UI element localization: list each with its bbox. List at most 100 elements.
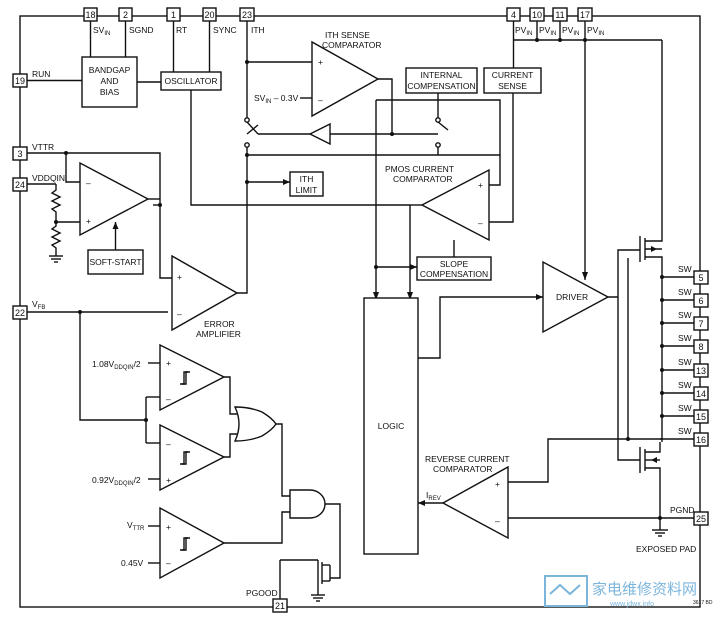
svg-text:13: 13 bbox=[696, 366, 706, 376]
pin-19: 19 RUN bbox=[12, 69, 82, 88]
svg-text:4: 4 bbox=[511, 10, 516, 20]
svg-text:15: 15 bbox=[696, 412, 706, 422]
comp-switch bbox=[435, 93, 449, 155]
internal-compensation-block: INTERNAL COMPENSATION bbox=[405, 67, 478, 94]
ith-switch bbox=[244, 117, 259, 290]
svg-text:CURRENT: CURRENT bbox=[492, 70, 534, 80]
svg-text:SW: SW bbox=[678, 357, 692, 367]
svg-text:5: 5 bbox=[698, 273, 703, 283]
svg-text:SENSE: SENSE bbox=[498, 81, 527, 91]
pmos-current-comparator: + – PMOS CURRENT COMPARATOR bbox=[385, 164, 490, 242]
svg-text:+: + bbox=[318, 57, 323, 67]
svg-text:24: 24 bbox=[15, 180, 25, 190]
pin-11: 11 PVIN bbox=[552, 7, 579, 40]
svg-text:17: 17 bbox=[580, 10, 590, 20]
svg-text:–: – bbox=[166, 558, 171, 568]
svg-text:PVIN: PVIN bbox=[515, 25, 532, 37]
pin-3: 3 VTTR bbox=[12, 142, 66, 161]
pin-10: 10 PVIN bbox=[529, 7, 556, 40]
svg-text:22: 22 bbox=[15, 308, 25, 318]
svg-text:SYNC: SYNC bbox=[213, 25, 237, 35]
svg-text:–: – bbox=[495, 516, 500, 526]
svg-text:www.jdwx.info: www.jdwx.info bbox=[609, 601, 654, 608]
svg-text:–: – bbox=[478, 218, 483, 228]
svg-text:+: + bbox=[166, 475, 171, 485]
svg-text:SW: SW bbox=[678, 287, 692, 297]
svg-text:PGOOD: PGOOD bbox=[246, 588, 278, 598]
pin-24: 24 VDDQIN bbox=[12, 173, 65, 192]
figure-code: 3617 BD bbox=[693, 600, 713, 606]
svg-text:REVERSE CURRENT: REVERSE CURRENT bbox=[425, 454, 510, 464]
svg-text:ITH SENSE: ITH SENSE bbox=[325, 30, 370, 40]
watermark-logo-icon bbox=[544, 575, 588, 607]
svg-text:+: + bbox=[86, 216, 91, 226]
svg-text:6: 6 bbox=[698, 296, 703, 306]
svg-text:INTERNAL: INTERNAL bbox=[420, 70, 462, 80]
svg-text:COMPENSATION: COMPENSATION bbox=[407, 81, 475, 91]
svg-text:COMPARATOR: COMPARATOR bbox=[393, 174, 453, 184]
pin-1: 1 RT bbox=[166, 7, 187, 72]
svg-text:AMPLIFIER: AMPLIFIER bbox=[196, 329, 241, 339]
svg-text:DRIVER: DRIVER bbox=[556, 292, 588, 302]
bandgap-block: BANDGAP AND BIAS bbox=[81, 56, 138, 108]
svg-text:SW: SW bbox=[678, 380, 692, 390]
svg-text:3: 3 bbox=[17, 149, 22, 159]
logic-block: LOGIC bbox=[363, 297, 419, 555]
pgood-comp-high: + – 1.08VDDQIN/2 bbox=[92, 343, 226, 412]
svg-text:21: 21 bbox=[275, 601, 285, 611]
svg-text:–: – bbox=[177, 309, 182, 319]
ith-sense-comparator: + – ITH SENSE COMPARATOR bbox=[311, 30, 382, 118]
svg-text:+: + bbox=[495, 479, 500, 489]
svg-text:+: + bbox=[166, 522, 171, 532]
pmos-switch bbox=[639, 232, 663, 262]
svg-text:RUN: RUN bbox=[32, 69, 50, 79]
svg-text:19: 19 bbox=[15, 76, 25, 86]
svg-text:LOGIC: LOGIC bbox=[378, 421, 404, 431]
svg-text:1.08VDDQIN/2: 1.08VDDQIN/2 bbox=[92, 359, 141, 371]
pgood-nmos bbox=[311, 560, 331, 602]
svg-text:PGND: PGND bbox=[670, 505, 695, 515]
svg-text:SW: SW bbox=[678, 426, 692, 436]
soft-start-block: SOFT-START bbox=[87, 249, 144, 275]
svg-text:18: 18 bbox=[85, 10, 95, 20]
svg-text:–: – bbox=[166, 394, 171, 404]
svg-text:11: 11 bbox=[555, 10, 564, 20]
current-sense-block: CURRENT SENSE bbox=[483, 67, 542, 94]
pin-2: 2 SGND bbox=[118, 7, 154, 57]
svg-text:COMPARATOR: COMPARATOR bbox=[433, 464, 493, 474]
svg-text:SW: SW bbox=[678, 403, 692, 413]
svg-text:SLOPE: SLOPE bbox=[440, 259, 469, 269]
svg-text:16: 16 bbox=[696, 435, 706, 445]
svg-text:VDDQIN: VDDQIN bbox=[32, 173, 65, 183]
svg-text:SGND: SGND bbox=[129, 25, 154, 35]
svg-text:ITH: ITH bbox=[300, 174, 314, 184]
ith-limit-block: ITH LIMIT bbox=[289, 171, 324, 197]
oscillator-block: OSCILLATOR bbox=[160, 71, 222, 91]
svg-text:VFB: VFB bbox=[32, 299, 45, 311]
svg-text:0.92VDDQIN/2: 0.92VDDQIN/2 bbox=[92, 475, 141, 487]
pin-21: 21 PGOOD bbox=[246, 559, 318, 613]
pin-25: 25 PGND EXPOSED PAD bbox=[636, 478, 709, 554]
svg-text:7: 7 bbox=[698, 319, 703, 329]
svg-text:LIMIT: LIMIT bbox=[296, 185, 318, 195]
svg-text:COMPENSATION: COMPENSATION bbox=[420, 269, 488, 279]
pin-18: 18 SVIN bbox=[83, 7, 110, 57]
svg-text:家电维修资料网: 家电维修资料网 bbox=[592, 580, 697, 598]
svg-text:SW: SW bbox=[678, 310, 692, 320]
driver-block: DRIVER bbox=[542, 260, 610, 334]
svg-text:8: 8 bbox=[698, 342, 703, 352]
svg-text:VTTR: VTTR bbox=[127, 520, 145, 532]
svg-text:BANDGAP: BANDGAP bbox=[89, 65, 131, 75]
pin-17: 17 PVIN bbox=[577, 7, 604, 40]
svg-text:IREV: IREV bbox=[426, 490, 441, 502]
svg-text:+: + bbox=[177, 272, 182, 282]
pin-5: 5SW bbox=[660, 264, 709, 285]
pin-6: 6 SW bbox=[660, 287, 709, 308]
svg-text:PVIN: PVIN bbox=[587, 25, 604, 37]
svg-text:SOFT-START: SOFT-START bbox=[89, 257, 141, 267]
or-gate bbox=[233, 406, 277, 442]
svg-text:AND: AND bbox=[101, 76, 119, 86]
